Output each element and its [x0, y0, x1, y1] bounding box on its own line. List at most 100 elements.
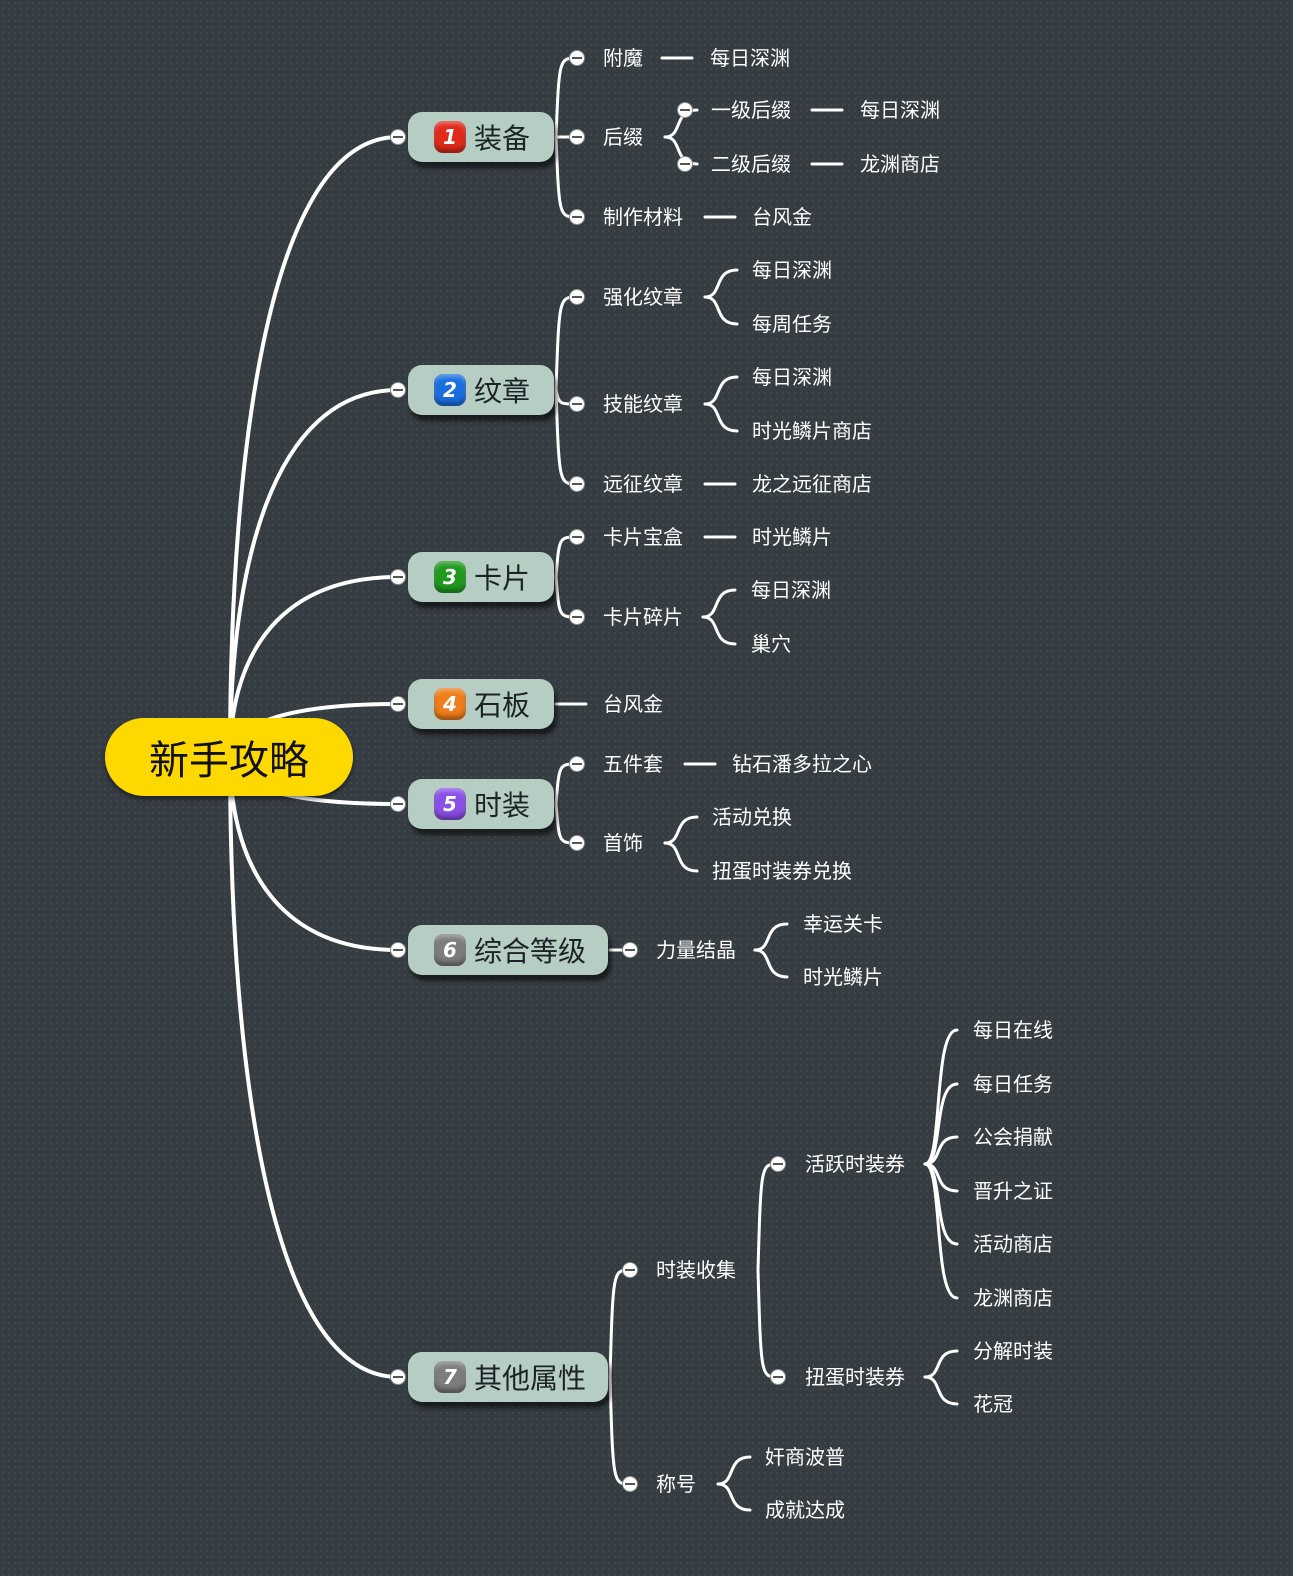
number-6-icon: 6: [434, 934, 466, 966]
topic-label[interactable]: 强化纹章: [603, 285, 683, 309]
collapse-toggle-icon[interactable]: [390, 129, 406, 145]
branch-node-5[interactable]: 5 时装: [408, 779, 554, 829]
topic-label[interactable]: 技能纹章: [603, 392, 683, 416]
topic-label[interactable]: 力量结晶: [656, 938, 736, 962]
leaf-label[interactable]: 扭蛋时装券兑换: [712, 859, 852, 883]
collapse-toggle-icon[interactable]: [569, 289, 585, 305]
leaf-label[interactable]: 花冠: [973, 1392, 1013, 1416]
brace-line: [716, 1455, 752, 1486]
leaf-label[interactable]: 龙之远征商店: [752, 472, 872, 496]
leaf-label[interactable]: 时光鳞片: [803, 965, 883, 989]
branch-node-3[interactable]: 3 卡片: [408, 552, 554, 602]
branch-node-6[interactable]: 6 综合等级: [408, 925, 608, 975]
collapse-toggle-icon[interactable]: [622, 1262, 638, 1278]
leaf-label[interactable]: 每日深渊: [710, 46, 790, 70]
collapse-toggle-icon[interactable]: [677, 102, 693, 118]
connector-line: [756, 1162, 780, 1272]
collapse-toggle-icon[interactable]: [390, 569, 406, 585]
subtopic-label[interactable]: 二级后缀: [711, 152, 791, 176]
connector-line: [554, 295, 579, 392]
branch-label: 石板: [474, 689, 531, 722]
leaf-label[interactable]: 每日在线: [973, 1018, 1053, 1042]
collapse-toggle-icon[interactable]: [569, 835, 585, 851]
brace-line: [663, 815, 699, 845]
brace-line: [701, 588, 737, 619]
topic-label[interactable]: 附魔: [603, 46, 643, 70]
connector-line: [756, 1268, 780, 1379]
subtopic-label[interactable]: 扭蛋时装券: [805, 1365, 905, 1389]
branch-node-1[interactable]: 1 装备: [408, 112, 554, 162]
connector-line: [554, 56, 579, 139]
leaf-label[interactable]: 活动商店: [973, 1232, 1053, 1256]
leaf-label[interactable]: 每日深渊: [752, 365, 832, 389]
collapse-toggle-icon[interactable]: [569, 396, 585, 412]
leaf-label[interactable]: 每周任务: [752, 312, 832, 336]
brace-line: [703, 375, 739, 406]
collapse-toggle-icon[interactable]: [390, 796, 406, 812]
number-7-icon: 7: [434, 1361, 466, 1393]
subtopic-label[interactable]: 活跃时装券: [805, 1152, 905, 1176]
leaf-label[interactable]: 巢穴: [751, 632, 791, 656]
leaf-label[interactable]: 时光鳞片商店: [752, 419, 872, 443]
topic-label[interactable]: 时装收集: [656, 1258, 736, 1282]
collapse-toggle-icon[interactable]: [770, 1156, 786, 1172]
leaf-label[interactable]: 龙渊商店: [860, 152, 940, 176]
branch-label: 其他属性: [474, 1362, 587, 1395]
topic-label[interactable]: 五件套: [603, 752, 663, 776]
leaf-label[interactable]: 龙渊商店: [973, 1286, 1053, 1310]
leaf-label[interactable]: 活动兑换: [712, 805, 792, 829]
branch-node-7[interactable]: 7 其他属性: [408, 1352, 608, 1402]
collapse-toggle-icon[interactable]: [569, 609, 585, 625]
subtopic-label[interactable]: 一级后缀: [711, 98, 791, 122]
collapse-toggle-icon[interactable]: [770, 1369, 786, 1385]
number-4-icon: 4: [434, 688, 466, 720]
number-5-icon: 5: [434, 788, 466, 820]
collapse-toggle-icon[interactable]: [569, 476, 585, 492]
collapse-toggle-icon[interactable]: [569, 756, 585, 772]
leaf-label[interactable]: 每日深渊: [751, 578, 831, 602]
collapse-toggle-icon[interactable]: [390, 696, 406, 712]
branch-node-2[interactable]: 2 纹章: [408, 365, 554, 415]
leaf-label[interactable]: 每日任务: [973, 1072, 1053, 1096]
topic-label[interactable]: 台风金: [603, 692, 663, 716]
collapse-toggle-icon[interactable]: [390, 1369, 406, 1385]
collapse-toggle-icon[interactable]: [622, 1476, 638, 1492]
topic-label[interactable]: 制作材料: [603, 205, 683, 229]
topic-label[interactable]: 远征纹章: [603, 472, 683, 496]
branch-node-4[interactable]: 4 石板: [408, 679, 554, 729]
leaf-label[interactable]: 分解时装: [973, 1339, 1053, 1363]
topic-label[interactable]: 首饰: [603, 831, 643, 855]
collapse-toggle-icon[interactable]: [569, 529, 585, 545]
topic-label[interactable]: 称号: [656, 1472, 696, 1496]
branch-label: 综合等级: [474, 935, 587, 968]
leaf-label[interactable]: 奸商波普: [765, 1445, 845, 1469]
root-branch-line: [228, 755, 400, 1379]
leaf-label[interactable]: 钻石潘多拉之心: [732, 752, 872, 776]
leaf-label[interactable]: 每日深渊: [752, 258, 832, 282]
leaf-label[interactable]: 台风金: [752, 205, 812, 229]
brace-line: [753, 922, 789, 952]
collapse-toggle-icon[interactable]: [569, 209, 585, 225]
leaf-label[interactable]: 公会捐献: [973, 1125, 1053, 1149]
brace-line: [923, 1162, 959, 1300]
leaf-label[interactable]: 每日深渊: [860, 98, 940, 122]
collapse-toggle-icon[interactable]: [569, 50, 585, 66]
topic-label[interactable]: 卡片碎片: [603, 605, 683, 629]
topic-label[interactable]: 卡片宝盒: [603, 525, 683, 549]
collapse-toggle-icon[interactable]: [677, 156, 693, 172]
collapse-toggle-icon[interactable]: [390, 382, 406, 398]
collapse-toggle-icon[interactable]: [390, 942, 406, 958]
leaf-label[interactable]: 时光鳞片: [752, 525, 832, 549]
connector-line: [608, 1268, 632, 1379]
leaf-label[interactable]: 成就达成: [765, 1498, 845, 1522]
leaf-label[interactable]: 晋升之证: [973, 1179, 1053, 1203]
brace-line: [716, 1482, 752, 1512]
leaf-label[interactable]: 幸运关卡: [803, 912, 883, 936]
topic-label[interactable]: 后缀: [603, 125, 643, 149]
root-branch-line: [228, 135, 400, 759]
collapse-toggle-icon[interactable]: [569, 129, 585, 145]
brace-line: [703, 268, 739, 299]
root-node[interactable]: 新手攻略: [105, 718, 353, 796]
collapse-toggle-icon[interactable]: [622, 942, 638, 958]
